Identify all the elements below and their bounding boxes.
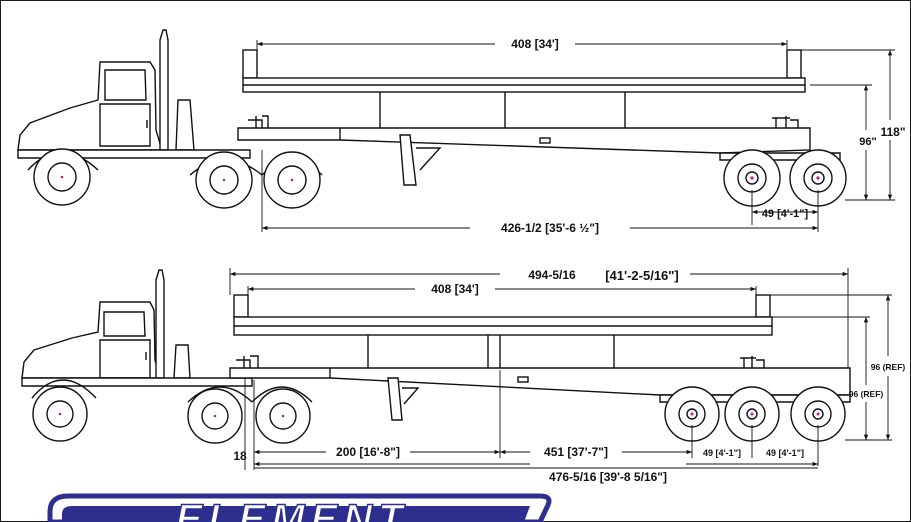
bottom-hub-marks bbox=[58, 412, 820, 418]
bottom-height-ref-lower: 96 (REF) bbox=[849, 389, 884, 399]
bottom-dimension-lines bbox=[229, 268, 892, 470]
bottom-axle-spread-2: 49 [4'-1"] bbox=[766, 448, 804, 458]
bottom-truck-tractor bbox=[21, 269, 313, 403]
bottom-overall-length-a: 494-5/16 bbox=[528, 268, 576, 282]
bottom-tractor-wheels bbox=[32, 386, 311, 444]
top-hub-marks bbox=[60, 175, 820, 182]
bottom-kingpin-to-leg: 200 [16'-8"] bbox=[336, 445, 400, 459]
top-trailer bbox=[237, 49, 841, 186]
logo-wordmark: ELEMENT bbox=[175, 497, 408, 522]
bottom-overall-length-b: [41'-2-5/16"] bbox=[605, 268, 679, 283]
bottom-front-offset: 18 bbox=[233, 449, 247, 463]
bottom-leg-to-axle: 451 [37'-7"] bbox=[544, 445, 608, 459]
top-total-height: 118" bbox=[880, 125, 905, 139]
top-overall-length: 426-1/2 [35'-6 ½"] bbox=[501, 221, 599, 235]
bottom-cargo-length: 408 [34'] bbox=[431, 282, 479, 296]
top-dimension-labels: 408 [34'] 118" 96" 49 [4'-1"] 426-1/2 [3… bbox=[501, 37, 906, 235]
element-logo: ELEMENT bbox=[47, 493, 552, 522]
top-axle-spread: 49 [4'-1"] bbox=[762, 208, 809, 220]
bottom-overall-length-c: 476-5/16 [39'-8 5/16"] bbox=[549, 470, 667, 484]
bottom-dimension-labels: 494-5/16 [41'-2-5/16"] 408 [34'] 96 (REF… bbox=[233, 268, 905, 484]
top-cargo-length: 408 [34'] bbox=[511, 37, 559, 51]
top-deck-height: 96" bbox=[859, 136, 876, 148]
bottom-height-ref-upper: 96 (REF) bbox=[871, 362, 906, 372]
bottom-axle-spread-1: 49 [4'-1"] bbox=[703, 448, 741, 458]
top-dimension-lines bbox=[256, 40, 895, 232]
